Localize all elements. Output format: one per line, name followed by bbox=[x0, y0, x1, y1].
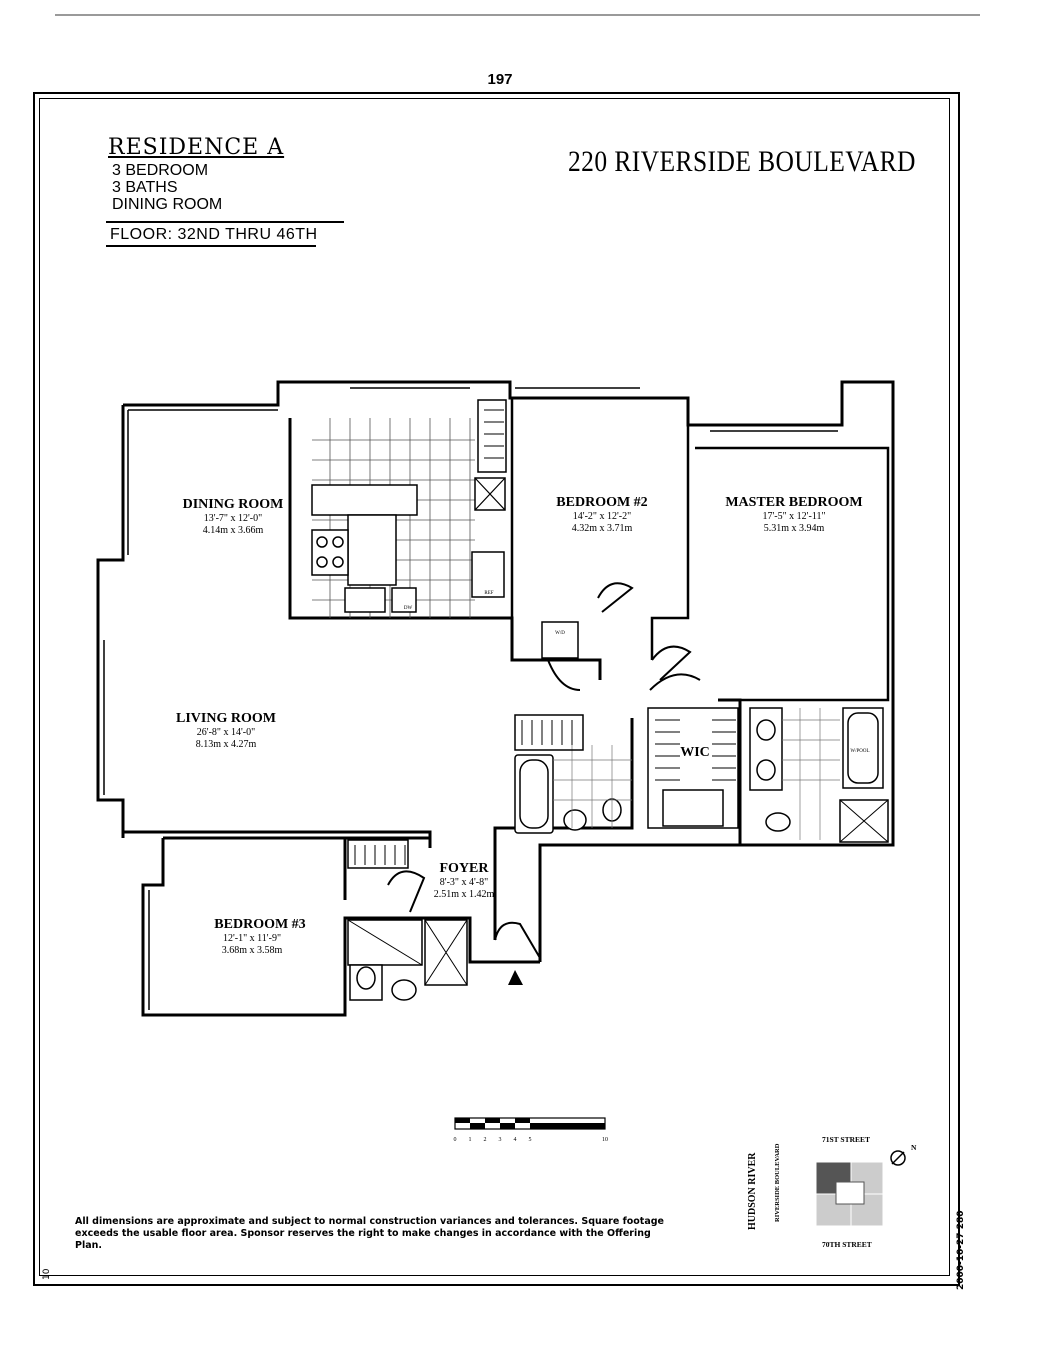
keyplan-river: HUDSON RIVER bbox=[747, 1152, 758, 1230]
floor-rule-top bbox=[106, 221, 344, 223]
bedroom2-metric: 4.32m x 3.71m bbox=[572, 523, 633, 534]
bedroom2-label: BEDROOM #2 bbox=[556, 495, 647, 510]
dining-room-metric: 4.14m x 3.66m bbox=[203, 525, 264, 536]
living-room-label: LIVING ROOM bbox=[176, 711, 276, 726]
key-plan bbox=[815, 1150, 906, 1227]
scale-label-5: 5 bbox=[529, 1137, 532, 1143]
scale-label-1: 1 bbox=[469, 1137, 472, 1143]
left-code: 10 bbox=[42, 1268, 52, 1280]
dining-room-label: DINING ROOM bbox=[183, 497, 284, 512]
foyer-imperial: 8'-3" x 4'-8" bbox=[440, 877, 488, 888]
fridge-label: REF bbox=[484, 591, 493, 596]
keyplan-south-street: 70TH STREET bbox=[822, 1240, 872, 1249]
scale-label-4: 4 bbox=[514, 1137, 517, 1143]
dining-room-imperial: 13'-7" x 12'-0" bbox=[204, 513, 262, 524]
washer-dryer-label: W/D bbox=[555, 631, 565, 636]
bedroom3-imperial: 12'-1" x 11'-9" bbox=[223, 933, 281, 944]
top-rule bbox=[55, 14, 980, 16]
inner-frame bbox=[39, 98, 950, 1276]
scale-label-0: 0 bbox=[454, 1137, 457, 1143]
dishwasher-label: DW bbox=[404, 606, 413, 611]
floor-rule-bottom bbox=[106, 245, 316, 247]
residence-baths: 3 BATHS bbox=[112, 179, 178, 196]
scale-label-10: 10 bbox=[602, 1137, 608, 1143]
foyer-metric: 2.51m x 1.42m bbox=[434, 889, 495, 900]
keyplan-north-street: 71ST STREET bbox=[822, 1135, 870, 1144]
bedroom2-imperial: 14'-2" x 12'-2" bbox=[573, 511, 631, 522]
scale-label-3: 3 bbox=[499, 1137, 502, 1143]
foyer-label: FOYER bbox=[440, 861, 490, 876]
scale-bar bbox=[454, 1117, 606, 1130]
bedroom3-label: BEDROOM #3 bbox=[214, 917, 305, 932]
keyplan-boulevard: RIVERSIDE BOULEVARD bbox=[774, 1143, 781, 1222]
scale-label-2: 2 bbox=[484, 1137, 487, 1143]
floor-range: FLOOR: 32ND THRU 46TH bbox=[110, 226, 318, 243]
outer-frame bbox=[33, 92, 960, 1286]
residence-extra: DINING ROOM bbox=[112, 196, 223, 213]
wic-label: WIC bbox=[680, 745, 710, 760]
keyplan-north-label: N bbox=[911, 1143, 917, 1152]
master-bedroom-label: MASTER BEDROOM bbox=[725, 495, 862, 510]
bedroom3-metric: 3.68m x 3.58m bbox=[222, 945, 283, 956]
whirlpool-label: W/POOL bbox=[850, 749, 869, 754]
disclaimer: All dimensions are approximate and subje… bbox=[75, 1216, 664, 1251]
master-bedroom-metric: 5.31m x 3.94m bbox=[764, 523, 825, 534]
page-number: 197 bbox=[487, 71, 513, 88]
living-room-imperial: 26'-8" x 14'-0" bbox=[197, 727, 255, 738]
residence-title: RESIDENCE A bbox=[108, 135, 285, 160]
master-bedroom-imperial: 17'-5" x 12'-11" bbox=[762, 511, 825, 522]
residence-bedrooms: 3 BEDROOM bbox=[112, 162, 209, 179]
living-room-metric: 8.13m x 4.27m bbox=[196, 739, 257, 750]
side-code: 2000-10-27 280 bbox=[956, 1210, 966, 1291]
building-name: 220 RIVERSIDE BOULEVARD bbox=[568, 145, 916, 178]
